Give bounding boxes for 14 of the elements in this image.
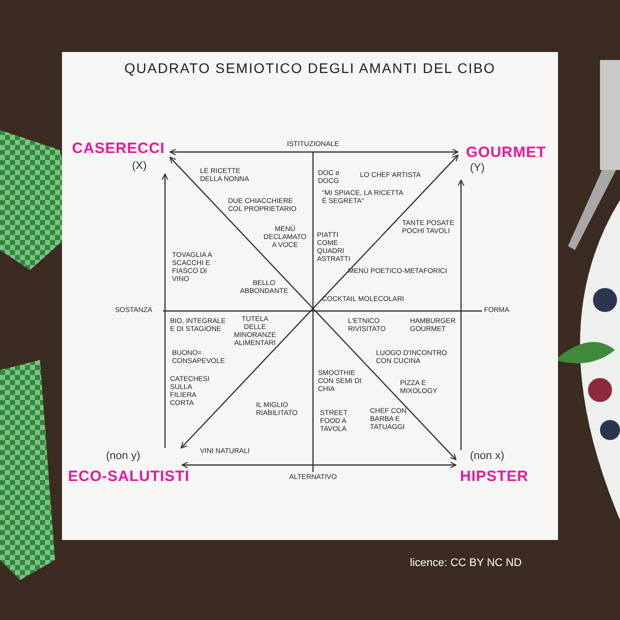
arrow <box>170 148 458 156</box>
category-label: ECO-SALUTISTI <box>68 468 190 485</box>
category-label: CASERECCI <box>72 140 165 157</box>
license-note: licence: CC BY NC ND <box>410 557 523 570</box>
arrow <box>458 180 464 450</box>
diagram-title: QUADRATO SEMIOTICO DEGLI AMANTI DEL CIBO <box>123 60 497 76</box>
arrow <box>162 174 168 448</box>
arrow <box>182 462 456 468</box>
variable-label: (non x) <box>470 450 504 462</box>
category-label: GOURMET <box>466 144 546 161</box>
category-label: HIPSTER <box>460 468 529 485</box>
variable-label: (non y) <box>106 450 140 462</box>
variable-label: (X) <box>132 160 147 172</box>
variable-label: (Y) <box>470 162 485 174</box>
